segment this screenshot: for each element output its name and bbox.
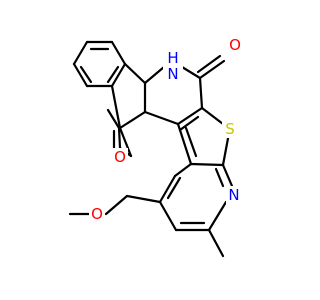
bond bbox=[198, 76, 204, 110]
bond bbox=[118, 126, 133, 158]
atom-o-left: O bbox=[114, 148, 126, 166]
atom-o-top: O bbox=[229, 36, 241, 54]
bond bbox=[184, 126, 198, 158]
bond bbox=[207, 228, 225, 258]
atom-o-ether: O bbox=[91, 205, 103, 223]
bond bbox=[110, 62, 127, 88]
bond bbox=[106, 65, 120, 84]
nitrogen-nh-atom: H N bbox=[163, 49, 183, 83]
bond bbox=[221, 131, 231, 167]
bond bbox=[118, 110, 147, 130]
atom-n-ring: N bbox=[228, 186, 239, 204]
oxygen-atom-ether: O bbox=[89, 205, 105, 223]
sulfur-atom: S bbox=[222, 120, 238, 138]
bond bbox=[79, 65, 93, 84]
bond bbox=[180, 65, 202, 80]
pyridine-nitrogen-atom: N bbox=[226, 186, 242, 204]
bond bbox=[173, 162, 193, 178]
bond bbox=[72, 40, 89, 66]
bond bbox=[72, 62, 89, 88]
bond bbox=[166, 176, 182, 200]
bond bbox=[176, 106, 204, 126]
bond bbox=[221, 163, 234, 188]
bond bbox=[110, 40, 127, 66]
bond bbox=[196, 54, 222, 74]
bond bbox=[158, 200, 178, 232]
bond bbox=[104, 194, 129, 216]
bond bbox=[143, 110, 180, 126]
bond bbox=[198, 59, 226, 80]
atom-h: H bbox=[167, 49, 178, 67]
atom-label-layer: O H N S N O O bbox=[89, 36, 243, 223]
bond bbox=[110, 84, 122, 130]
bond-layer bbox=[68, 40, 234, 258]
oxygen-atom-carbonyl-left: O bbox=[112, 148, 128, 166]
oxygen-atom-carbonyl-top: O bbox=[227, 36, 243, 54]
bond bbox=[189, 162, 225, 167]
bond bbox=[200, 106, 225, 126]
atom-s: S bbox=[225, 120, 235, 138]
bond bbox=[125, 194, 162, 204]
bond bbox=[117, 126, 122, 150]
bond bbox=[214, 167, 225, 188]
bond bbox=[143, 65, 166, 85]
bond bbox=[106, 108, 121, 130]
bond bbox=[123, 62, 147, 85]
bond bbox=[207, 200, 228, 232]
bond bbox=[158, 174, 177, 204]
bond bbox=[176, 122, 193, 166]
structure-diagram: O H N S N O O bbox=[68, 36, 243, 258]
atom-nh-n: N bbox=[167, 65, 178, 83]
bond bbox=[178, 115, 200, 132]
molecule-canvas: O H N S N O O bbox=[68, 36, 243, 258]
